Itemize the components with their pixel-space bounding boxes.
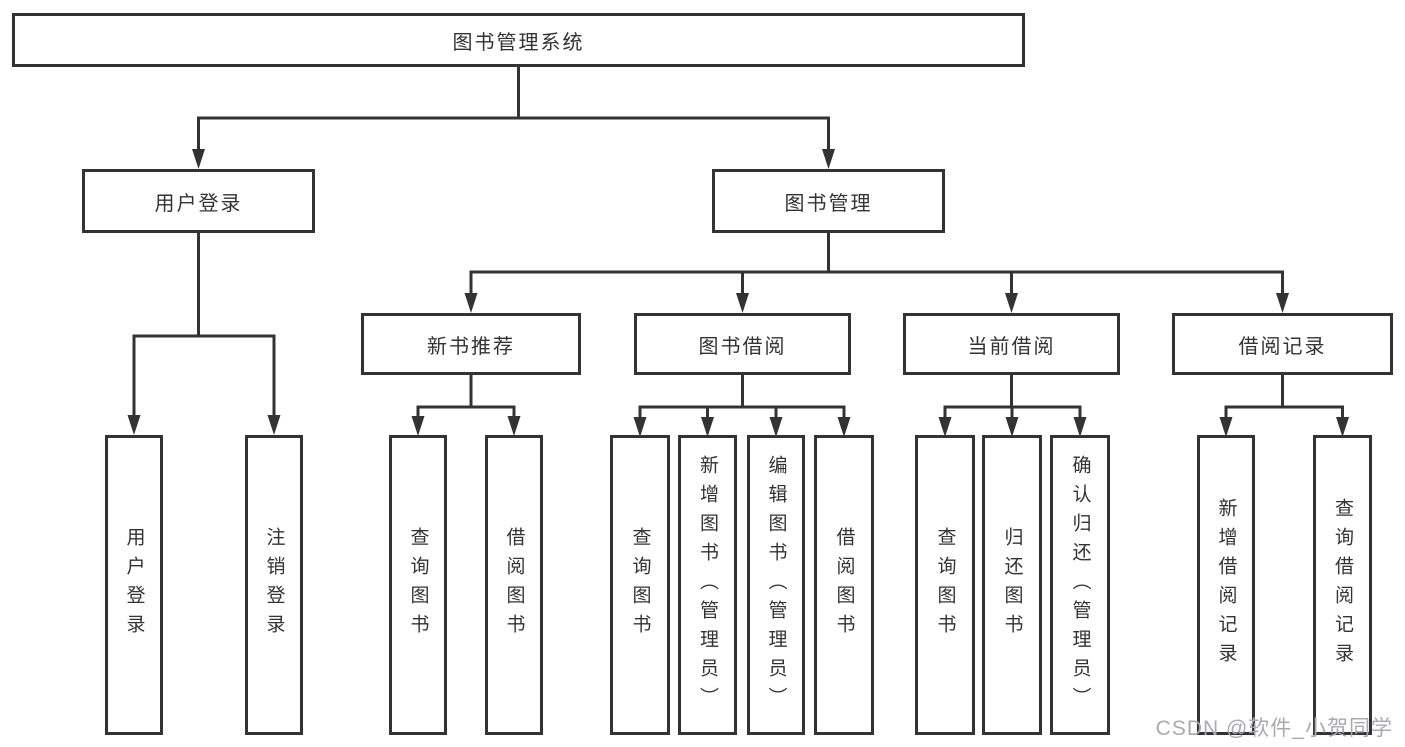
node-current-borrow: 当前借阅 [903,313,1120,375]
node-book-borrow-label: 图书借阅 [698,335,787,358]
leaf-query-books-borrow: 查询图书 [610,435,670,735]
node-book-management: 图书管理 [712,169,945,233]
node-current-borrow-label: 当前借阅 [967,335,1056,358]
watermark: CSDN @软件_小贺同学 [1155,717,1393,740]
leaf-confirm-return-admin-label: 确认归还（管理员） [1069,454,1091,716]
leaf-logout-label: 注销登录 [263,527,285,643]
leaf-query-borrow-record: 查询借阅记录 [1313,435,1372,735]
leaf-query-books-borrow-label: 查询图书 [629,527,651,643]
node-user-login-label: 用户登录 [154,192,243,215]
leaf-edit-book-admin: 编辑图书（管理员） [747,435,805,735]
leaf-return-book-label: 归还图书 [1001,527,1023,643]
node-user-login: 用户登录 [82,169,315,233]
leaf-borrow-books-borrow: 借阅图书 [814,435,874,735]
leaf-confirm-return-admin: 确认归还（管理员） [1050,435,1110,735]
leaf-add-borrow-record-label: 新增借阅记录 [1215,498,1237,672]
leaf-return-book: 归还图书 [982,435,1042,735]
node-root: 图书管理系统 [12,13,1025,67]
leaf-query-borrow-record-label: 查询借阅记录 [1332,498,1353,672]
leaf-borrow-books-recommend: 借阅图书 [485,435,543,735]
leaf-borrow-books-borrow-label: 借阅图书 [833,527,855,643]
leaf-logout: 注销登录 [245,435,303,735]
leaf-add-book-admin-label: 新增图书（管理员） [697,454,718,716]
node-new-book-recommend: 新书推荐 [361,313,581,375]
node-borrow-records-label: 借阅记录 [1238,335,1327,358]
leaf-user-login-label: 用户登录 [123,527,145,643]
leaf-borrow-books-recommend-label: 借阅图书 [503,527,525,643]
node-book-management-label: 图书管理 [784,192,873,215]
leaf-edit-book-admin-label: 编辑图书（管理员） [765,454,787,716]
leaf-add-borrow-record: 新增借阅记录 [1197,435,1255,735]
node-new-book-recommend-label: 新书推荐 [427,335,515,358]
leaf-query-books-recommend: 查询图书 [389,435,447,735]
leaf-add-book-admin: 新增图书（管理员） [678,435,737,735]
leaf-query-books-recommend-label: 查询图书 [407,527,429,643]
leaf-user-login: 用户登录 [105,435,163,735]
leaf-query-books-current-label: 查询图书 [934,527,956,643]
leaf-query-books-current: 查询图书 [915,435,975,735]
node-borrow-records: 借阅记录 [1172,313,1393,375]
node-root-label: 图书管理系统 [452,31,585,54]
node-book-borrow: 图书借阅 [634,313,851,375]
